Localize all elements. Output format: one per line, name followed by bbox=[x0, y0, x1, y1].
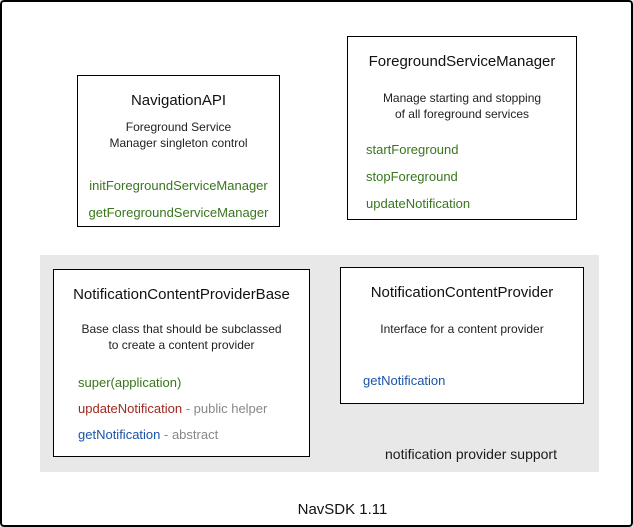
class-box-notification-content-provider: NotificationContentProvider Interface fo… bbox=[340, 267, 584, 404]
method-initForegroundServiceManager: initForegroundServiceManager bbox=[89, 178, 267, 193]
class-description: Interface for a content provider bbox=[380, 322, 544, 336]
group-label: notification provider support bbox=[385, 446, 557, 462]
method-list: getNotification bbox=[341, 373, 583, 388]
method-list: startForeground stopForeground updateNot… bbox=[348, 142, 576, 223]
method-name: super(application) bbox=[78, 375, 182, 391]
class-title: NotificationContentProvider bbox=[370, 284, 554, 301]
method-annotation: - public helper bbox=[182, 401, 268, 417]
method-name: startForeground bbox=[366, 142, 459, 158]
class-title: ForegroundServiceManager bbox=[368, 53, 556, 70]
method-name: stopForeground bbox=[366, 169, 458, 185]
method-name: getForegroundServiceManager bbox=[88, 205, 269, 221]
method-getForegroundServiceManager: getForegroundServiceManager bbox=[89, 205, 269, 220]
method-name: updateNotification bbox=[78, 401, 183, 417]
sdk-version-label: NavSDK 1.11 bbox=[297, 501, 388, 518]
class-box-foreground-service-manager: ForegroundServiceManager Manage starting… bbox=[347, 36, 577, 220]
class-title: NavigationAPI bbox=[130, 92, 227, 109]
method-updateNotification: updateNotification - public helper bbox=[78, 401, 267, 416]
class-box-navigation-api: NavigationAPI Foreground Service Manager… bbox=[77, 75, 280, 227]
method-list: initForegroundServiceManager getForegrou… bbox=[78, 178, 279, 232]
class-title: NotificationContentProviderBase bbox=[73, 286, 290, 303]
method-super-application: super(application) bbox=[78, 375, 181, 390]
method-stopForeground: stopForeground bbox=[366, 169, 458, 184]
method-name: initForegroundServiceManager bbox=[89, 178, 268, 194]
method-name: getNotification bbox=[363, 373, 446, 389]
method-list: super(application) updateNotification - … bbox=[54, 375, 309, 453]
class-box-notification-content-provider-base: NotificationContentProviderBase Base cla… bbox=[53, 269, 310, 457]
method-name: getNotification bbox=[78, 427, 161, 443]
method-getNotification: getNotification - abstract bbox=[78, 427, 218, 442]
method-name: updateNotification bbox=[366, 196, 471, 212]
class-description: Base class that should be subclassed to … bbox=[81, 322, 282, 353]
method-annotation: - abstract bbox=[160, 427, 219, 443]
class-description: Manage starting and stopping of all fore… bbox=[382, 91, 542, 122]
class-description: Foreground Service Manager singleton con… bbox=[109, 120, 248, 151]
method-getNotification: getNotification bbox=[363, 373, 445, 388]
method-updateNotification: updateNotification bbox=[366, 196, 470, 211]
method-startForeground: startForeground bbox=[366, 142, 459, 157]
